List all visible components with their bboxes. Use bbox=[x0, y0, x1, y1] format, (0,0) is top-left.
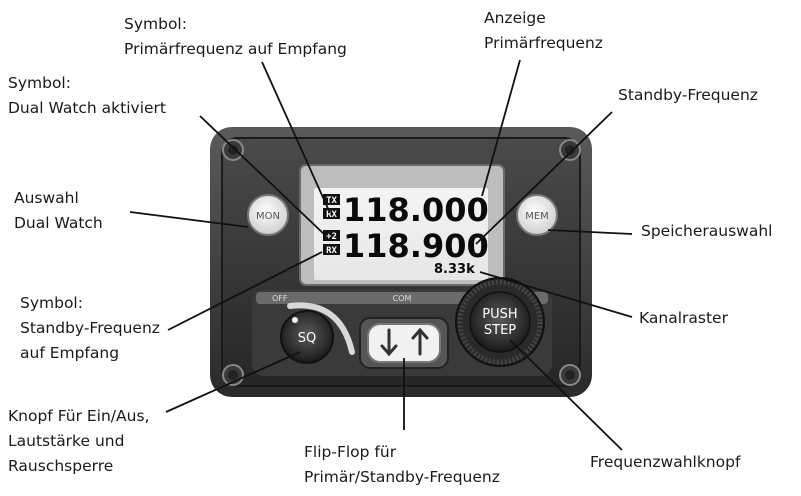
lcd-screen bbox=[314, 188, 488, 280]
callout-line: Kanalraster bbox=[639, 309, 728, 327]
callout-standby-frequency: Standby-Frequenz bbox=[618, 83, 758, 108]
callout-line: Primärfrequenz bbox=[484, 34, 603, 52]
mon-button-label: MON bbox=[256, 211, 280, 222]
callout-power-knob: Knopf Für Ein/Aus, Lautstärke und Rausch… bbox=[8, 404, 149, 479]
callout-line: Lautstärke und bbox=[8, 432, 125, 450]
callout-flip-flop: Flip-Flop für Primär/Standby-Frequenz bbox=[304, 440, 500, 490]
callout-line: Frequenzwahlknopf bbox=[590, 453, 741, 471]
callout-line: auf Empfang bbox=[20, 344, 120, 362]
mem-button-label: MEM bbox=[525, 211, 549, 222]
arrow-up-icon bbox=[411, 327, 429, 356]
screw-icon bbox=[222, 364, 244, 386]
dual-watch-symbol-text: +2 bbox=[326, 232, 337, 242]
callout-line: Symbol: bbox=[8, 74, 71, 92]
arrow-down-icon bbox=[380, 328, 398, 357]
callout-line: Primär/Standby-Frequenz bbox=[304, 468, 500, 486]
callout-line: Standby-Frequenz bbox=[618, 86, 758, 104]
sq-knob-label: SQ bbox=[298, 331, 316, 346]
callout-line: Primärfrequenz auf Empfang bbox=[124, 40, 347, 58]
callout-channel-spacing: Kanalraster bbox=[639, 306, 728, 331]
rx-primary-symbol-icon bbox=[323, 208, 340, 219]
callout-primary-display: Anzeige Primärfrequenz bbox=[484, 6, 603, 56]
callout-memory-select: Speicherauswahl bbox=[641, 219, 772, 244]
callout-symbol-dual-watch: Symbol: Dual Watch aktiviert bbox=[8, 71, 166, 121]
callout-symbol-primary-rx: Symbol: Primärfrequenz auf Empfang bbox=[124, 12, 347, 62]
tx-symbol-text: TX bbox=[326, 196, 337, 206]
callout-line: Symbol: bbox=[124, 15, 187, 33]
callout-frequency-knob: Frequenzwahlknopf bbox=[590, 450, 740, 475]
screw-icon bbox=[222, 139, 244, 161]
sq-knob-indicator-icon bbox=[292, 317, 298, 323]
channel-spacing: 8.33k bbox=[434, 262, 475, 277]
callout-line: Dual Watch bbox=[14, 214, 103, 232]
primary-frequency: 118.000 bbox=[343, 191, 489, 229]
callout-dual-watch-select: Auswahl Dual Watch bbox=[14, 186, 103, 236]
callout-line: Symbol: bbox=[20, 294, 83, 312]
off-label: OFF bbox=[272, 294, 288, 303]
com-label: COM bbox=[393, 294, 412, 303]
callout-line: Speicherauswahl bbox=[641, 222, 773, 240]
callout-line: Knopf Für Ein/Aus, bbox=[8, 407, 150, 425]
callout-line: Flip-Flop für bbox=[304, 443, 397, 461]
frequency-knob-inner[interactable] bbox=[469, 291, 531, 353]
callout-line: Auswahl bbox=[14, 189, 79, 207]
rx-primary-symbol-text: RX bbox=[326, 210, 337, 220]
rx-standby-symbol-text: RX bbox=[326, 246, 337, 256]
callout-symbol-standby-rx: Symbol: Standby-Frequenz auf Empfang bbox=[20, 291, 160, 366]
screw-icon bbox=[559, 139, 581, 161]
flip-flop-button[interactable] bbox=[367, 323, 441, 363]
callout-line: Rauschsperre bbox=[8, 457, 114, 475]
screw-icon bbox=[559, 364, 581, 386]
step-label: STEP bbox=[484, 323, 516, 338]
callout-line: Standby-Frequenz bbox=[20, 319, 160, 337]
dual-watch-symbol-icon bbox=[323, 230, 340, 241]
tx-symbol-icon bbox=[323, 194, 340, 205]
standby-frequency: 118.900 bbox=[343, 227, 489, 265]
rx-standby-symbol-icon bbox=[323, 244, 340, 255]
callout-line: Anzeige bbox=[484, 9, 546, 27]
callout-line: Dual Watch aktiviert bbox=[8, 99, 166, 117]
push-label: PUSH bbox=[482, 307, 517, 322]
